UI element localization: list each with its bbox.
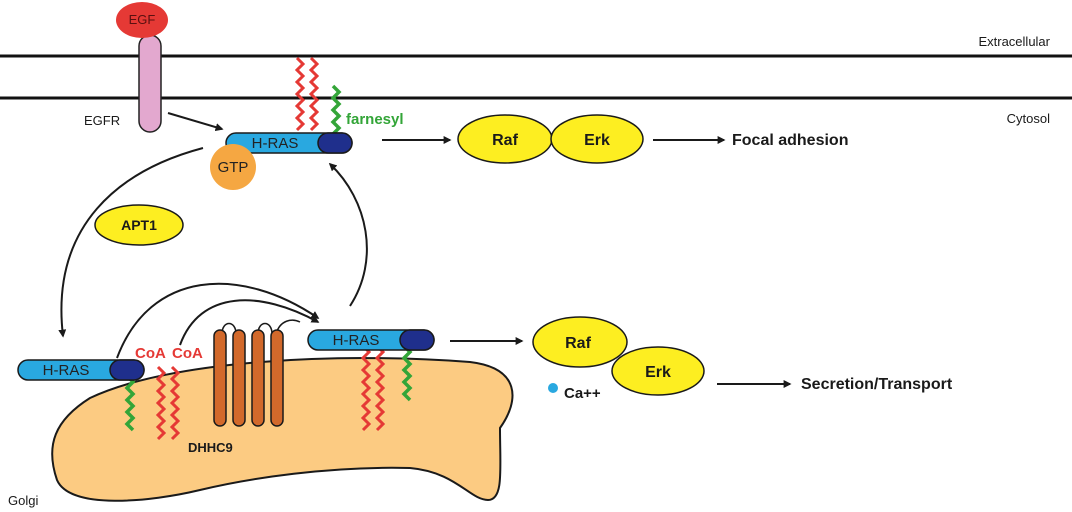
palmitoylation-arrow-lower bbox=[179, 299, 320, 346]
golgi-hras-right-farnesyl-chain bbox=[401, 344, 413, 402]
gtp-bubble bbox=[210, 144, 256, 190]
erk-membrane-label: Erk bbox=[584, 132, 610, 149]
extracellular-label: Extracellular bbox=[978, 34, 1050, 49]
calcium-label: Ca++ bbox=[564, 385, 601, 402]
farnesyl-label: farnesyl bbox=[346, 111, 404, 128]
cytosol-label: Cytosol bbox=[1007, 111, 1050, 126]
membrane-palmitoyl-chains bbox=[294, 56, 320, 132]
golgi-hras-palmitoyl-chains bbox=[360, 344, 386, 432]
erk-golgi-label: Erk bbox=[645, 364, 671, 381]
secretion-transport-label: Secretion/Transport bbox=[801, 376, 953, 393]
egf-ligand bbox=[116, 2, 168, 38]
raf-golgi bbox=[532, 316, 628, 368]
plasma-membrane bbox=[0, 54, 1072, 100]
golgi-hras-farnesyl-chain bbox=[124, 374, 136, 432]
egfr-to-hras-arrow bbox=[167, 112, 224, 132]
hras-golgi-left: H-RAS bbox=[17, 359, 145, 381]
calcium-ion bbox=[548, 383, 558, 393]
hras-golgi-right-label: H-RAS bbox=[333, 332, 380, 349]
raf-golgi-label: Raf bbox=[565, 335, 591, 352]
golgi-label: Golgi bbox=[8, 493, 38, 508]
erk-golgi bbox=[611, 346, 705, 396]
coa-label-left: CoA bbox=[135, 345, 166, 362]
hras-golgi-right: H-RAS bbox=[307, 329, 435, 351]
hras-membrane-label: H-RAS bbox=[252, 135, 299, 152]
palmitoylation-arrow-upper bbox=[116, 282, 320, 359]
golgi-body bbox=[51, 357, 514, 502]
egf-label: EGF bbox=[129, 12, 156, 27]
gtp-label: GTP bbox=[218, 159, 249, 176]
erk-membrane bbox=[550, 114, 644, 164]
apt1-enzyme bbox=[94, 204, 184, 246]
hras-golgi-left-label: H-RAS bbox=[43, 362, 90, 379]
membrane-farnesyl-chain bbox=[330, 84, 342, 136]
raf-membrane-label: Raf bbox=[492, 132, 518, 149]
egfr-receptor bbox=[138, 34, 162, 133]
egfr-label: EGFR bbox=[84, 113, 120, 128]
apt1-label: APT1 bbox=[121, 217, 157, 233]
focal-adhesion-label: Focal adhesion bbox=[732, 132, 848, 149]
hras-membrane: H-RAS bbox=[225, 132, 353, 154]
dhhc9-transferase bbox=[213, 319, 301, 427]
dhhc9-label: DHHC9 bbox=[188, 440, 233, 455]
coa-palmitoyl-chains bbox=[155, 365, 181, 441]
coa-label-right: CoA bbox=[172, 345, 203, 362]
depalmitoylation-arrow bbox=[58, 147, 204, 338]
golgi-to-membrane-arrow bbox=[328, 162, 368, 307]
